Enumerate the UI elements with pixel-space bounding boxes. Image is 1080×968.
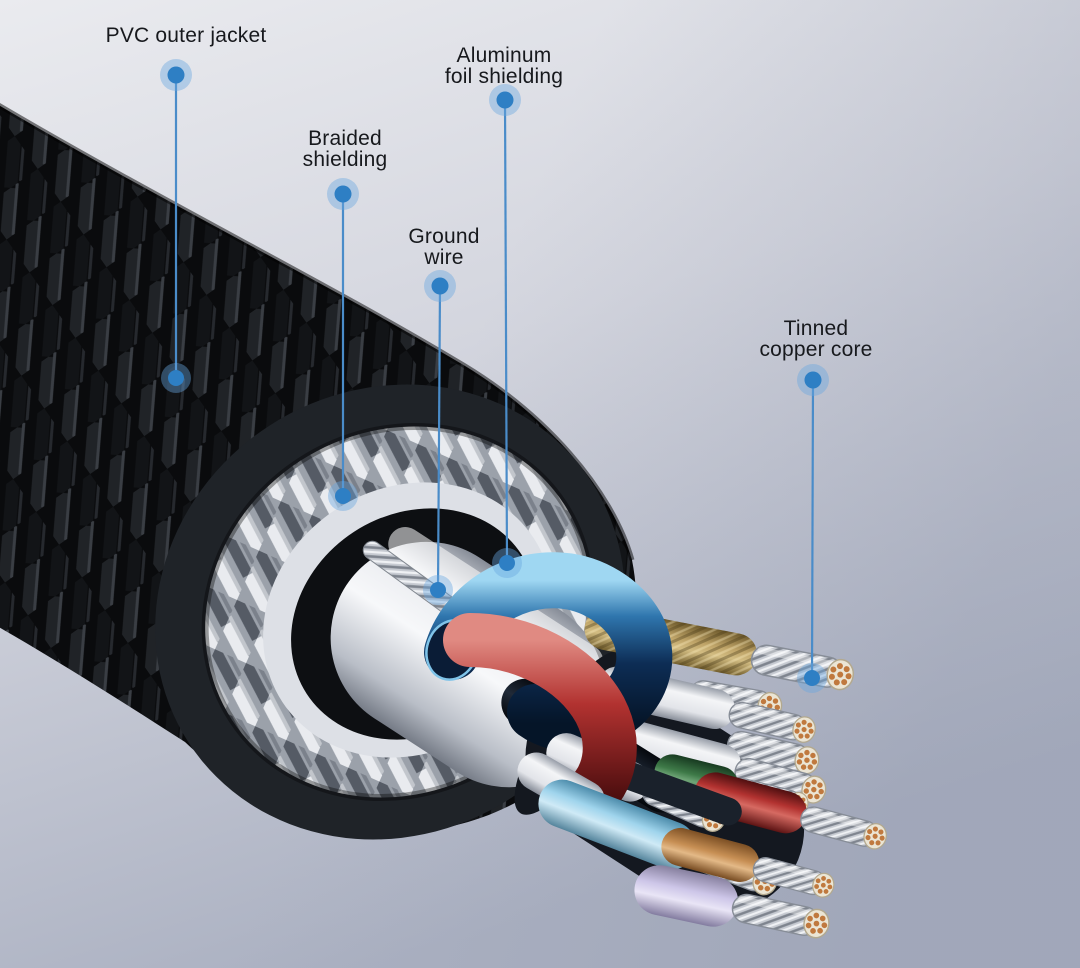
callout-text: copper core xyxy=(759,338,873,361)
callout-label-braided-shielding: Braided shielding xyxy=(303,128,388,170)
callout-text: Tinned xyxy=(783,317,849,340)
wire-red-2 xyxy=(694,772,890,853)
wire-navy-thin xyxy=(599,755,742,826)
callout-text: Ground xyxy=(408,225,480,248)
callout-label-ground-wire: Ground wire xyxy=(408,226,479,268)
callout-text: wire xyxy=(424,246,464,269)
callout-label-aluminum-foil-shielding: Aluminum foil shielding xyxy=(445,45,563,87)
callout-label-pvc-outer-jacket: PVC outer jacket xyxy=(106,25,267,46)
wire-orange xyxy=(661,827,838,901)
callout-text: shielding xyxy=(302,148,388,171)
wire-bundle xyxy=(424,552,890,941)
callout-label-tinned-copper-core: Tinned copper core xyxy=(759,318,872,360)
callout-text: PVC outer jacket xyxy=(105,24,267,47)
callout-text: foil shielding xyxy=(444,65,564,88)
wire-lavender xyxy=(634,865,833,941)
wire-light-blue xyxy=(538,779,782,899)
callout-text: Braided xyxy=(308,127,382,150)
callout-text: Aluminum xyxy=(456,44,552,67)
wire-red-1 xyxy=(443,613,637,827)
